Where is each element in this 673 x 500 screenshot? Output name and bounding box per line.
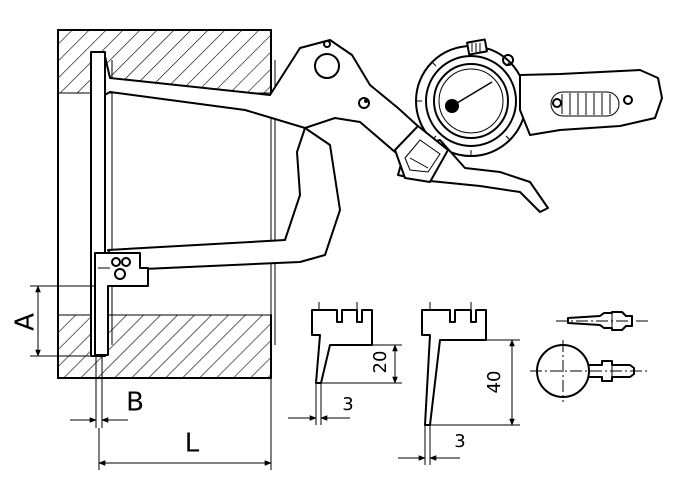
dimension-label-a: A: [11, 313, 41, 331]
contact-point-ball: [530, 340, 650, 402]
tip-large-height-label: 40: [484, 371, 505, 394]
screw-icon: [111, 257, 121, 267]
tip-small-height-label: 20: [370, 351, 391, 374]
pivot-hole: [314, 53, 340, 79]
screw-icon: [121, 257, 131, 267]
tip-large-width-label: 3: [454, 431, 465, 452]
contact-point-pin: [556, 311, 648, 331]
dimension-b: B: [70, 356, 144, 428]
dimension-label-b: B: [126, 388, 144, 418]
screw-icon: [114, 268, 126, 280]
bezel-lock: [502, 54, 514, 66]
handle-grip-ribs: [550, 91, 633, 117]
dial-stem: [466, 38, 488, 56]
tip-small-width-label: 3: [342, 394, 353, 415]
pivot-pin: [358, 97, 370, 109]
caliper-body: [90, 38, 663, 357]
tip-detail-large: 40 3: [398, 302, 520, 465]
dial-needle: [451, 81, 493, 107]
lower-jaw-block: [94, 252, 149, 356]
bottom-wall-hatching: [58, 315, 271, 378]
dimension-a: A: [11, 285, 95, 357]
needle-hub: [445, 99, 459, 113]
lower-arm: [107, 127, 341, 271]
handle: [519, 69, 663, 136]
pin: [323, 40, 331, 48]
tip-detail-small: 20 3: [288, 302, 402, 425]
dimension-l: L: [98, 378, 272, 470]
dimension-label-l: L: [185, 429, 200, 459]
dial-guard: [394, 125, 449, 183]
